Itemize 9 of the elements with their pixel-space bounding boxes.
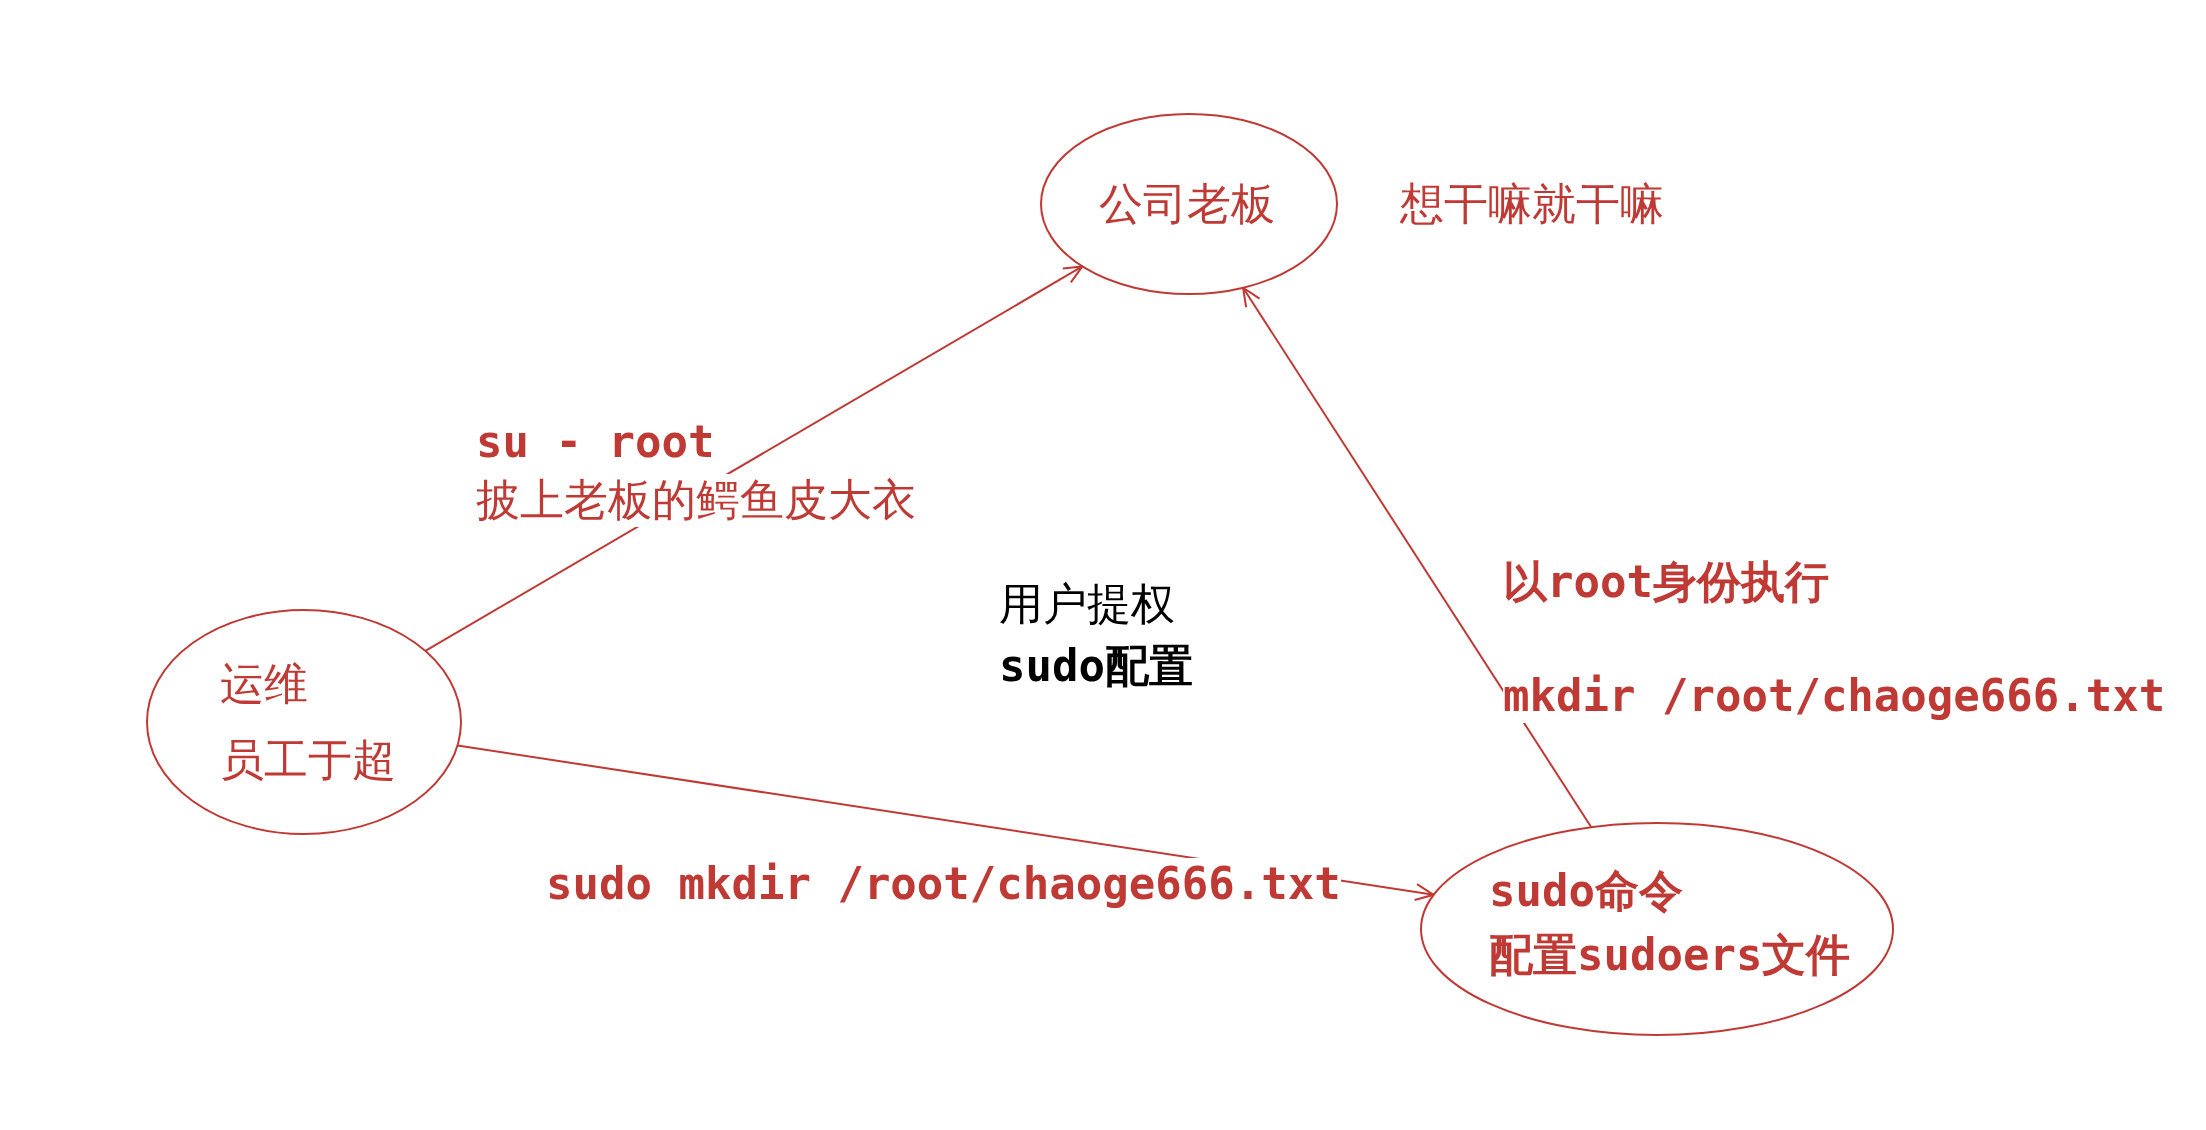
node-label: 配置sudoers文件 xyxy=(1489,929,1851,982)
edge-label: sudo mkdir /root/chaoge666.txt xyxy=(546,858,1341,911)
arrow xyxy=(1242,286,1593,829)
node-label: 运维 xyxy=(220,658,308,711)
side-note: 想干嘛就干嘛 xyxy=(1400,178,1664,231)
node-label: sudo命令 xyxy=(1489,865,1683,918)
node-label: 员工于超 xyxy=(220,734,396,787)
note-text: 披上老板的鳄鱼皮大衣 xyxy=(476,474,916,527)
node-label: 公司老板 xyxy=(1099,178,1275,231)
